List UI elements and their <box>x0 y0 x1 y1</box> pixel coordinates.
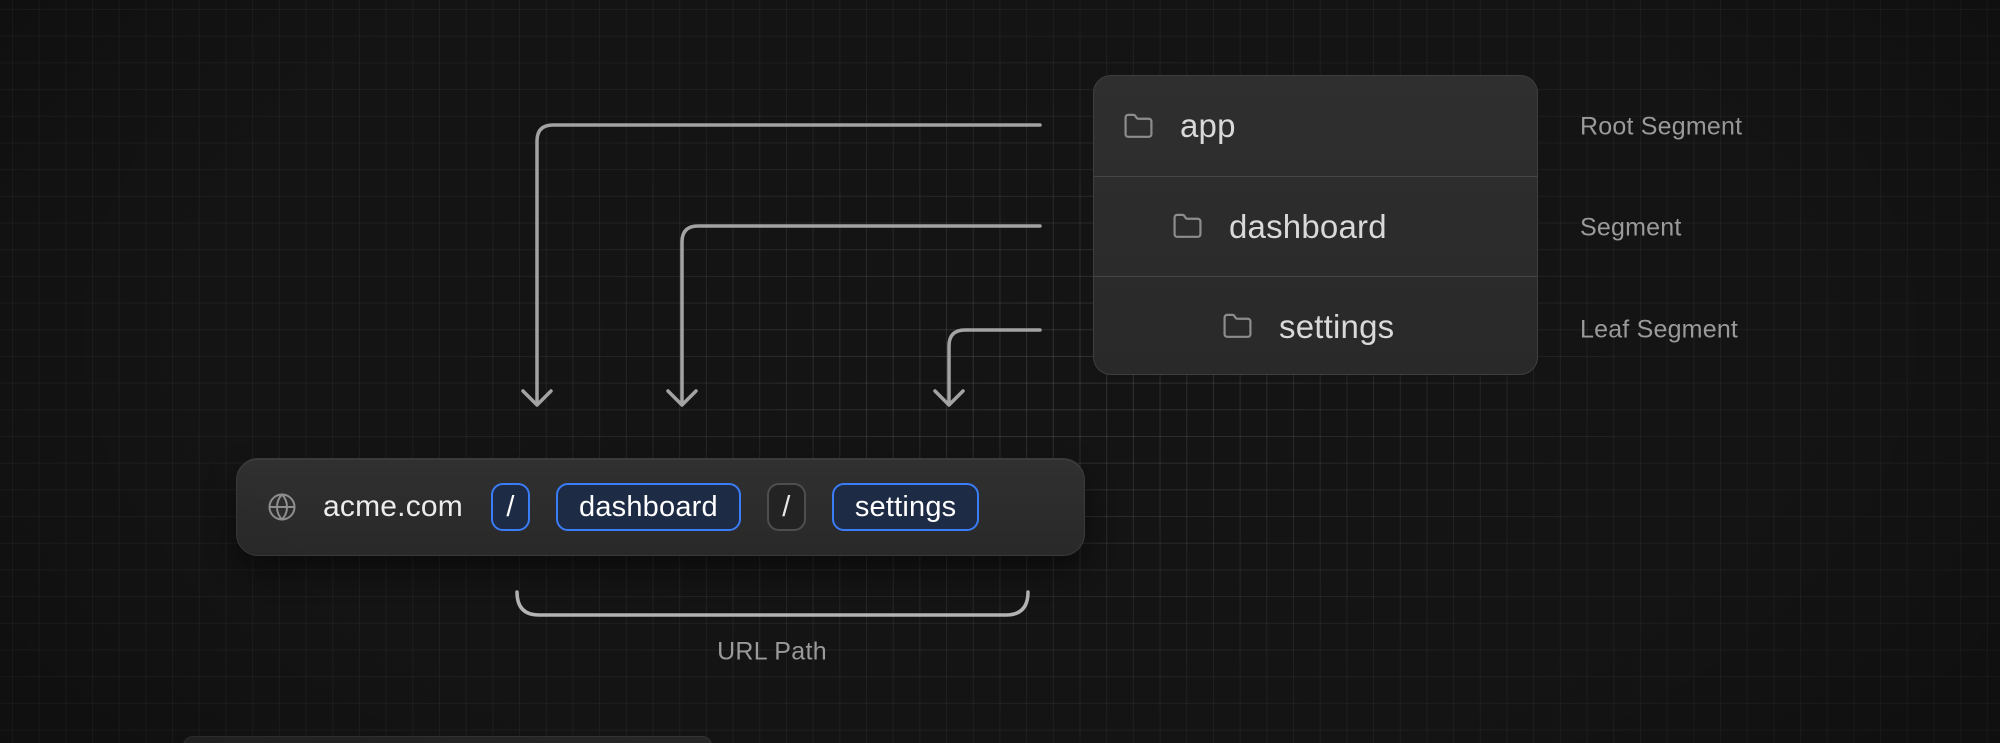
arrow-settings-to-leaf <box>947 328 1042 405</box>
folder-icon <box>1173 213 1202 238</box>
url-segment-settings: settings <box>831 483 980 531</box>
tree-row-app: app <box>1094 76 1537 176</box>
url-path-label: URL Path <box>717 637 827 666</box>
tree-row-settings: settings <box>1094 276 1537 374</box>
url-separator-slash: / <box>766 483 806 531</box>
tree-row-label: settings <box>1279 307 1395 345</box>
folder-tree-panel: app dashboard settings <box>1093 75 1538 375</box>
arrow-app-to-root-slash <box>535 123 1042 405</box>
url-segment-root-slash: / <box>490 483 530 531</box>
arrowhead-root-slash <box>521 389 553 407</box>
folder-icon <box>1124 113 1153 138</box>
url-domain: acme.com <box>323 490 463 523</box>
bottom-peek-element <box>183 736 712 743</box>
url-bar: acme.com / dashboard / settings <box>236 458 1085 556</box>
annotation-leaf-segment: Leaf Segment <box>1580 315 1739 344</box>
globe-icon <box>268 493 296 521</box>
annotation-root-segment: Root Segment <box>1580 112 1743 141</box>
url-path-bracket <box>515 590 1030 617</box>
url-segment-dashboard: dashboard <box>555 483 741 531</box>
arrow-dashboard-to-segment <box>680 224 1042 405</box>
arrowhead-settings <box>933 389 965 407</box>
tree-row-label: app <box>1180 107 1236 144</box>
tree-row-dashboard: dashboard <box>1094 176 1537 276</box>
arrowhead-dashboard <box>666 389 698 407</box>
tree-row-label: dashboard <box>1229 207 1387 245</box>
annotation-segment: Segment <box>1580 213 1682 242</box>
folder-icon <box>1223 313 1252 338</box>
